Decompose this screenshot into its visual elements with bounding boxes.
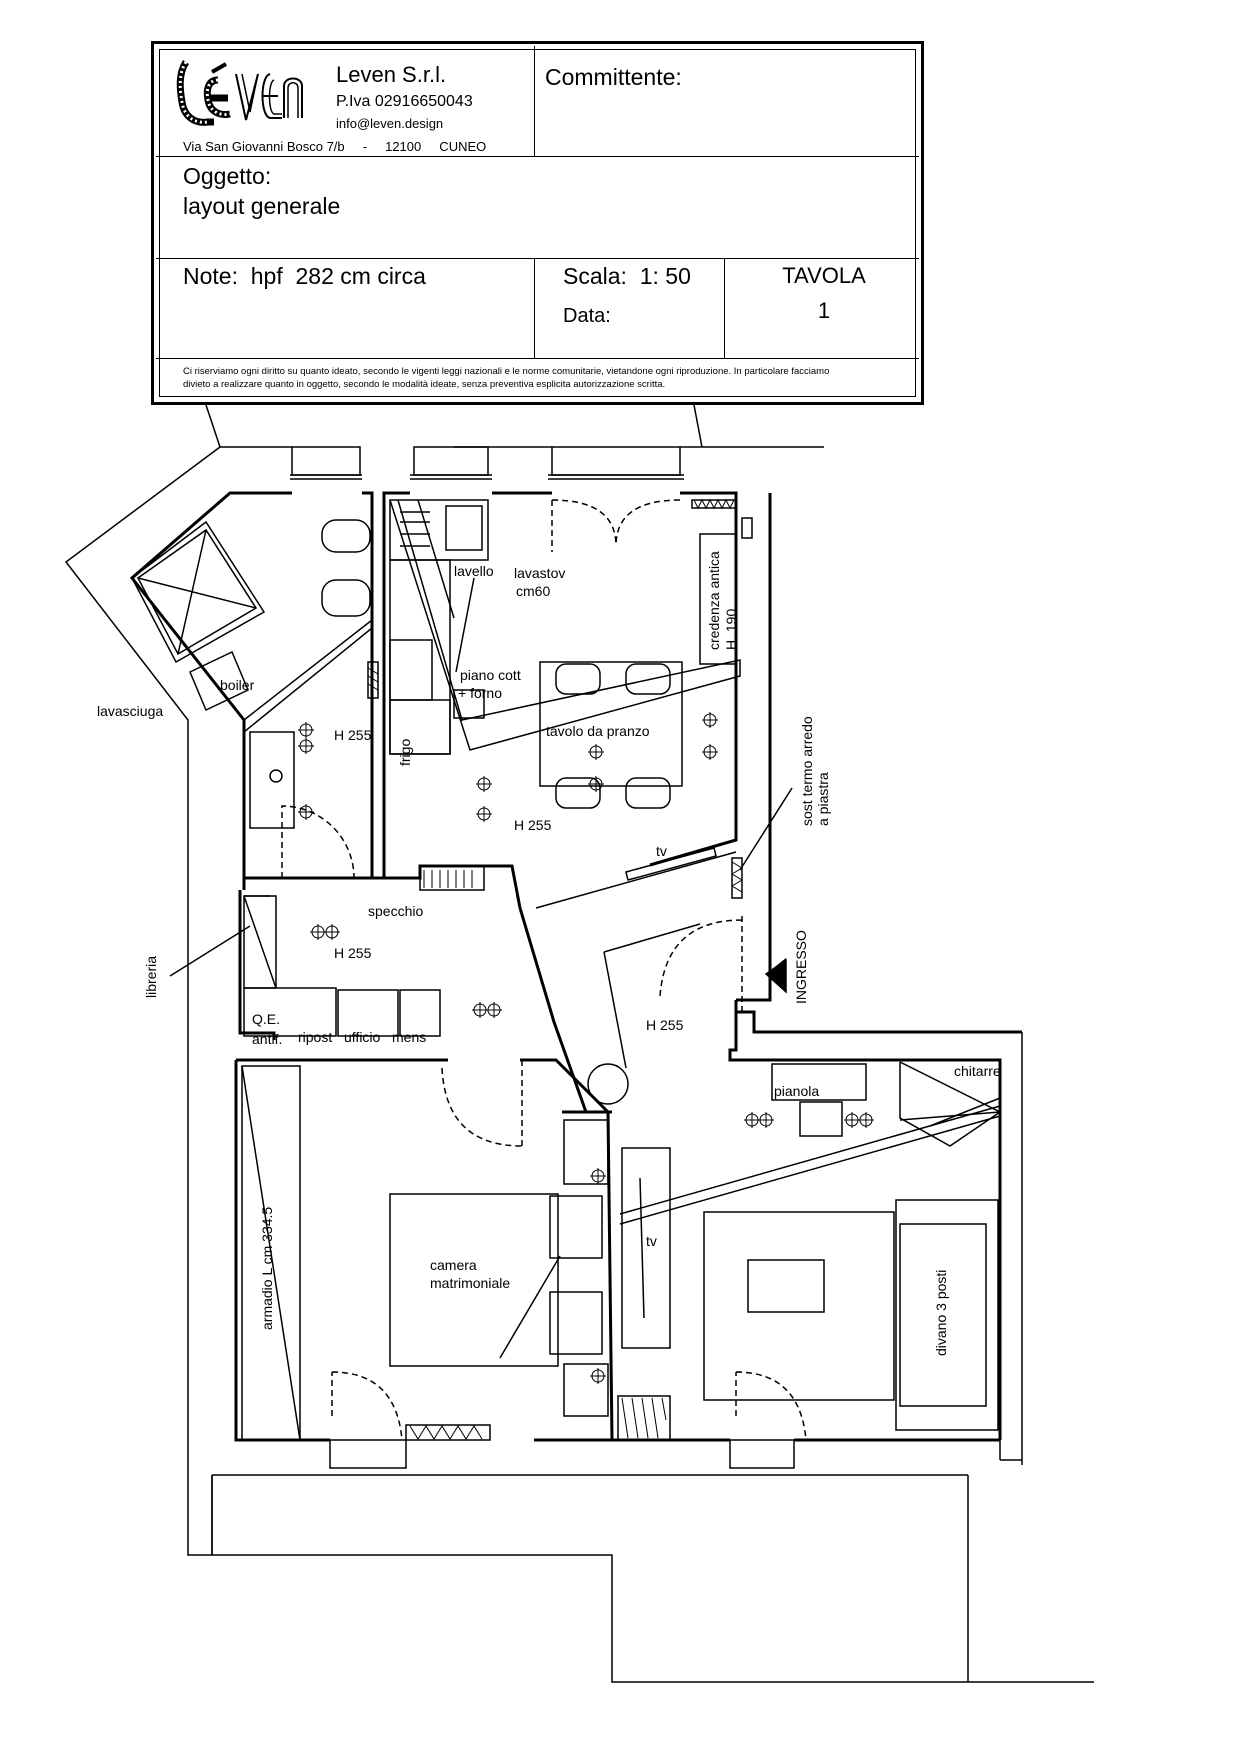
company-vat: P.Iva 02916650043: [336, 93, 473, 110]
label-tv-kitchen: tv: [656, 843, 667, 859]
company-email: info@leven.design: [336, 116, 444, 131]
label-divano: divano 3 posti: [933, 1270, 949, 1356]
label-pianola: pianola: [774, 1083, 819, 1099]
light-icon: [298, 738, 314, 754]
company-name: Leven S.r.l.: [336, 62, 447, 87]
light-icon: [298, 722, 314, 738]
divider-company-client: [534, 46, 535, 156]
label-sost-piastra: a piastra: [815, 772, 831, 826]
sheet-number: 1: [817, 298, 831, 323]
label-camera: camera: [430, 1257, 477, 1273]
label-matrimoniale: matrimoniale: [430, 1275, 510, 1291]
light-icon: [702, 712, 718, 728]
divider-notes-legal: [156, 358, 919, 359]
divider-header-subject: [156, 156, 919, 157]
light-icon: [476, 776, 492, 792]
label-frigo: frigo: [397, 739, 413, 766]
label-antif: antif.: [252, 1031, 282, 1047]
label-credenza-height: H. 190: [723, 609, 739, 650]
label-height-kitchen: H 255: [514, 817, 552, 833]
subject-label: Oggetto:: [183, 163, 272, 189]
light-icon: [486, 1002, 502, 1018]
date-label: Data:: [563, 305, 611, 327]
title-block-inner-frame: [159, 49, 916, 397]
light-icon: [858, 1112, 874, 1128]
light-icon: [844, 1112, 860, 1128]
light-icon: [758, 1112, 774, 1128]
light-icon: [590, 1368, 606, 1384]
light-icon: [702, 744, 718, 760]
label-tv-living: tv: [646, 1233, 657, 1249]
notes-field: Note: hpf 282 cm circa: [183, 263, 426, 289]
legal-disclaimer-line: Ci riserviamo ogni diritto su quanto ide…: [183, 366, 830, 377]
label-mens: mens: [392, 1029, 426, 1045]
scale-field: Scala: 1: 50: [563, 263, 691, 289]
divider-notes-scale: [534, 258, 535, 358]
company-address: Via San Giovanni Bosco 7/b - 12100 CUNEO: [183, 139, 487, 154]
light-icon: [588, 776, 604, 792]
client-label: Committente:: [545, 64, 682, 90]
light-icon: [310, 924, 326, 940]
label-piano-cottura: piano cott: [460, 667, 521, 683]
label-tavolo: tavolo da pranzo: [546, 723, 650, 739]
label-ingresso: INGRESSO: [793, 930, 809, 1004]
plan-linework: [64, 404, 1094, 1683]
label-lavastov-size: cm60: [516, 583, 550, 599]
title-block: [151, 41, 924, 405]
entrance-arrow-icon: [766, 958, 786, 992]
label-specchio: specchio: [368, 903, 423, 919]
label-ripost: ripost: [298, 1029, 332, 1045]
divider-subject-notes: [156, 258, 919, 259]
label-credenza: credenza antica: [706, 551, 722, 650]
legal-disclaimer-line: divieto a realizzare quanto in oggetto, …: [183, 379, 666, 390]
divider-scale-sheet: [724, 258, 725, 358]
label-lavello: lavello: [454, 563, 494, 579]
label-height-entrance: H 255: [646, 1017, 684, 1033]
label-lavastov: lavastov: [514, 565, 565, 581]
light-icon: [298, 804, 314, 820]
label-chitarre: chitarre: [954, 1063, 1001, 1079]
light-icon: [744, 1112, 760, 1128]
light-icon: [588, 744, 604, 760]
leven-logo: [176, 60, 303, 126]
light-icon: [472, 1002, 488, 1018]
ceiling-lights: [298, 712, 874, 1384]
light-icon: [476, 806, 492, 822]
subject-value: layout generale: [183, 193, 341, 219]
label-forno: + forno: [458, 685, 502, 701]
label-lavasciuga: lavasciuga: [97, 703, 163, 719]
label-qe: Q.E.: [252, 1011, 280, 1027]
sheet-label: TAVOLA: [782, 263, 866, 288]
label-boiler: boiler: [220, 677, 255, 693]
label-libreria: libreria: [143, 956, 159, 998]
label-height-bath: H 255: [334, 727, 372, 743]
label-sost-termo: sost termo arredo: [799, 716, 815, 826]
label-ufficio: ufficio: [344, 1029, 381, 1045]
light-icon: [324, 924, 340, 940]
light-icon: [590, 1168, 606, 1184]
legal-disclaimer: Ci riserviamo ogni diritto su quanto ide…: [183, 365, 913, 391]
plan-text: lavello lavastov cm60 credenza antica H.…: [97, 551, 1001, 1356]
label-height-hall: H 255: [334, 945, 372, 961]
label-armadio: armadio L cm 334.5: [259, 1207, 275, 1330]
